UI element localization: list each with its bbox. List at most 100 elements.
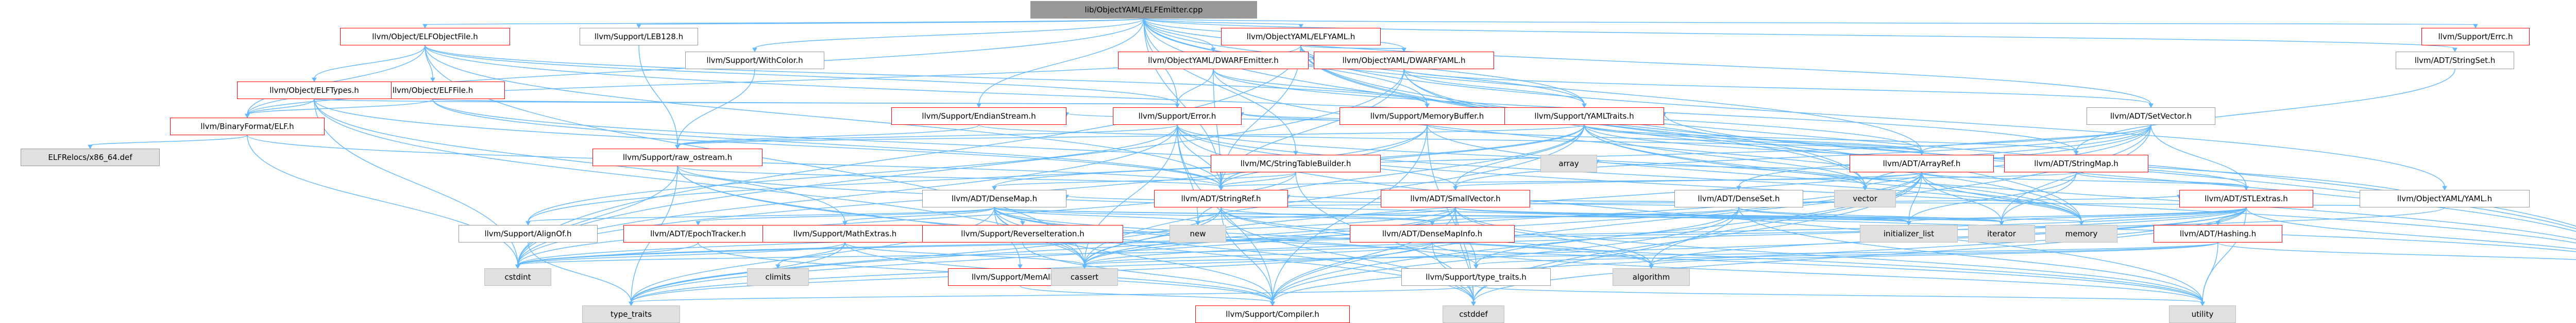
node-vector[interactable]: vector <box>1834 190 1896 207</box>
edge-arrow-stlextras-initlist <box>1906 221 1911 226</box>
edge-yamltraits-vector <box>1584 124 1866 187</box>
node-utility[interactable]: utility <box>2169 305 2236 323</box>
edge-stringmap-stringref <box>1221 172 2077 187</box>
node-type-traits[interactable]: type_traits <box>582 305 680 323</box>
edge-arrayref-algorithm <box>1651 172 1922 266</box>
edge-dwarfemitter-membuf <box>1213 69 1428 105</box>
node-elfrelocs-x86-64-def[interactable]: ELFRelocs/x86_64.def <box>21 149 160 166</box>
edge-root-stringset <box>1143 18 2455 49</box>
edge-epochtracker-cstdint <box>517 242 699 266</box>
node-llvm-support-errc-h[interactable]: llvm/Support/Errc.h <box>2421 28 2530 45</box>
node-llvm-adt-stringref-h[interactable]: llvm/ADT/StringRef.h <box>1154 190 1288 207</box>
edge-arrow-elfobjfile-objfile <box>430 77 435 83</box>
node-llvm-objectyaml-dwarfemitter-h[interactable]: llvm/ObjectYAML/DWARFEmitter.h <box>1118 52 1309 69</box>
edge-error-vector <box>1177 124 1866 187</box>
node-llvm-support-alignof-h[interactable]: llvm/Support/AlignOf.h <box>459 225 598 243</box>
edge-stlextras-optional <box>2246 207 2576 250</box>
edge-arrayref-stlextras <box>1921 172 2247 187</box>
edge-stringref-cassert <box>1084 207 1222 266</box>
edge-elfobjfile-arrayref <box>425 45 1922 152</box>
node-llvm-support-yamltraits-h[interactable]: llvm/Support/YAMLTraits.h <box>1504 107 1664 125</box>
edge-smallvector-new <box>1197 207 1456 222</box>
node-llvm-support-endianstream-h[interactable]: llvm/Support/EndianStream.h <box>891 107 1066 125</box>
node-memory[interactable]: memory <box>2045 225 2117 243</box>
node-llvm-adt-hashing-h[interactable]: llvm/ADT/Hashing.h <box>2154 225 2282 243</box>
edge-memalloc-compiler <box>1020 285 1273 303</box>
edge-error-rawostream <box>677 124 1178 146</box>
edge-stlextras-memory <box>2081 207 2247 222</box>
edge-arrow-stlextras-iterator <box>1999 221 2004 226</box>
edge-root-endianstream <box>978 18 1144 105</box>
node-llvm-adt-setvector-h[interactable]: llvm/ADT/SetVector.h <box>2087 107 2215 125</box>
edge-stringmap-initlist <box>1908 172 2077 222</box>
node-climits[interactable]: climits <box>747 268 809 286</box>
node-llvm-binaryformat-elf-h[interactable]: llvm/BinaryFormat/ELF.h <box>170 118 325 135</box>
node-llvm-adt-epochtracker-h[interactable]: llvm/ADT/EpochTracker.h <box>623 225 773 243</box>
node-new[interactable]: new <box>1170 225 1226 243</box>
edge-arrow-stringref-densemapinfo <box>1430 221 1435 226</box>
edge-typetraits-typetraitsstd <box>631 285 1477 303</box>
node-lib-objectyaml-elfemitter-cpp[interactable]: lib/ObjectYAML/ELFEmitter.cpp <box>1030 1 1257 19</box>
node-llvm-support-raw-ostream-h[interactable]: llvm/Support/raw_ostream.h <box>592 149 762 166</box>
node-llvm-support-withcolor-h[interactable]: llvm/Support/WithColor.h <box>685 52 824 69</box>
edge-arrow-smallvector-new <box>1195 221 1200 226</box>
node-llvm-adt-stringmap-h[interactable]: llvm/ADT/StringMap.h <box>2004 155 2148 172</box>
edge-yamltraits-stringmap <box>1584 124 2077 152</box>
edge-stlextras-iterator <box>2001 207 2247 222</box>
node-llvm-support-leb128-h[interactable]: llvm/Support/LEB128.h <box>580 28 698 45</box>
edge-rawostream-stringref <box>677 166 1222 187</box>
edge-stringsb-densemap <box>994 172 1296 187</box>
node-cassert[interactable]: cassert <box>1051 268 1118 286</box>
node-llvm-adt-arrayref-h[interactable]: llvm/ADT/ArrayRef.h <box>1850 155 1994 172</box>
edge-stringmap-iterator <box>2001 172 2077 222</box>
edge-arrow-arrayref-vector <box>1862 186 1868 191</box>
edge-arrow-mathextras-climits <box>775 264 781 269</box>
edge-error-optional <box>1177 124 2576 244</box>
node-llvm-adt-stlextras-h[interactable]: llvm/ADT/STLExtras.h <box>2179 190 2313 207</box>
edge-error-alignof <box>528 124 1178 222</box>
node-array[interactable]: array <box>1540 155 1597 172</box>
edge-yamltraits-rawostream <box>677 124 1585 146</box>
node-llvm-objectyaml-dwarfyaml-h[interactable]: llvm/ObjectYAML/DWARFYAML.h <box>1314 52 1494 69</box>
edge-arrow-dwarfemitter-error <box>1175 103 1180 108</box>
edge-arrow-root-leb128 <box>636 24 641 29</box>
node-llvm-support-mathextras-h[interactable]: llvm/Support/MathExtras.h <box>762 225 927 243</box>
edge-arrow-hashing-cassert <box>1082 264 1087 269</box>
edge-smallvector-memory <box>1455 207 2082 222</box>
node-llvm-adt-stringset-h[interactable]: llvm/ADT/StringSet.h <box>2396 52 2514 69</box>
edge-stringsb-stringref <box>1221 172 1296 187</box>
node-llvm-adt-smallvector-h[interactable]: llvm/ADT/SmallVector.h <box>1381 190 1530 207</box>
edge-arrow-densemap-mathextras <box>842 221 848 226</box>
node-llvm-support-error-h[interactable]: llvm/Support/Error.h <box>1113 107 1242 125</box>
node-llvm-adt-denseset-h[interactable]: llvm/ADT/DenseSet.h <box>1674 190 1803 207</box>
node-llvm-mc-stringtablebuilder-h[interactable]: llvm/MC/StringTableBuilder.h <box>1211 155 1381 172</box>
node-llvm-adt-densemapinfo-h[interactable]: llvm/ADT/DenseMapInfo.h <box>1350 225 1515 243</box>
edge-denseset-typetraits <box>1476 207 1739 266</box>
node-llvm-support-compiler-h[interactable]: llvm/Support/Compiler.h <box>1195 305 1350 323</box>
edge-arrow-hashing-typetraits <box>1473 264 1479 269</box>
node-algorithm[interactable]: algorithm <box>1613 268 1690 286</box>
edge-error-memory <box>1177 124 2082 222</box>
node-llvm-object-elfobjectfile-h[interactable]: llvm/Object/ELFObjectFile.h <box>340 28 510 45</box>
edge-arrayref-memory <box>1921 172 2082 222</box>
node-llvm-objectyaml-elfyaml-h[interactable]: llvm/ObjectYAML/ELFYAML.h <box>1221 28 1381 45</box>
node-llvm-objectyaml-yaml-h[interactable]: llvm/ObjectYAML/YAML.h <box>2360 190 2530 207</box>
edge-dwarfyaml-setvector <box>1403 69 2151 105</box>
node-llvm-adt-densemap-h[interactable]: llvm/ADT/DenseMap.h <box>922 190 1066 207</box>
node-llvm-object-elftypes-h[interactable]: llvm/Object/ELFTypes.h <box>237 82 392 99</box>
node-cstdint[interactable]: cstdint <box>484 268 551 286</box>
edge-elftypes-stringref <box>314 99 1222 187</box>
edge-denseset-initlist <box>1738 207 1909 222</box>
edge-arrow-root-endianstream <box>976 103 981 108</box>
node-llvm-support-type-traits-h[interactable]: llvm/Support/type_traits.h <box>1401 268 1551 286</box>
node-initializer-list[interactable]: initializer_list <box>1860 225 1958 243</box>
edge-root-elfyaml <box>1143 18 1301 25</box>
node-iterator[interactable]: iterator <box>1968 225 2035 243</box>
node-cstddef[interactable]: cstddef <box>1443 305 1504 323</box>
node-llvm-support-memorybuffer-h[interactable]: llvm/Support/MemoryBuffer.h <box>1340 107 1515 125</box>
edge-objfile-binformat <box>247 99 433 115</box>
edge-hashing-optional <box>2217 242 2576 260</box>
edge-arrow-memalloc-compiler <box>1270 301 1275 306</box>
node-llvm-support-reverseiteration-h[interactable]: llvm/Support/ReverseIteration.h <box>922 225 1123 243</box>
edge-smallvector-typetraitsstd <box>631 207 1456 303</box>
